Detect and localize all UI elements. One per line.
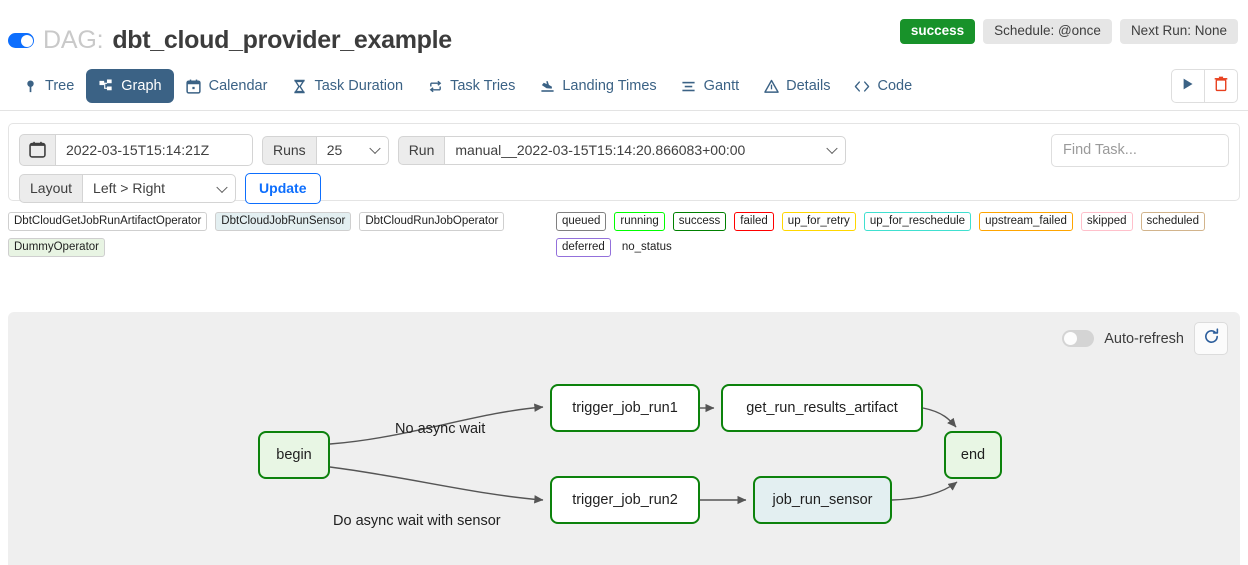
operator-legend-pill[interactable]: DbtCloudGetJobRunArtifactOperator [8, 212, 208, 232]
page-title: dbt_cloud_provider_example [112, 26, 452, 54]
edge-label-no-async-wait: No async wait [395, 421, 486, 437]
runs-group: Runs 25 [262, 135, 389, 165]
filter-row-1: 2022-03-15T15:14:21Z Runs 25 Run manual_… [19, 134, 1229, 166]
code-icon [854, 78, 870, 94]
graph-panel: Auto-refresh begin trigge [8, 312, 1240, 565]
runs-select[interactable]: 25 [315, 135, 389, 165]
task-node-end[interactable]: end [944, 431, 1002, 479]
update-button[interactable]: Update [245, 173, 321, 204]
play-icon [1181, 77, 1195, 96]
status-legend-pill[interactable]: deferred [556, 238, 611, 258]
calendar-icon [19, 134, 55, 166]
tab-task-duration[interactable]: Task Duration [279, 69, 415, 103]
tab-gantt[interactable]: Gantt [669, 69, 751, 103]
graph-toolbar: Auto-refresh [1062, 322, 1228, 355]
operator-legend-pill[interactable]: DbtCloudRunJobOperator [359, 212, 505, 232]
run-label: Run [397, 135, 445, 165]
trigger-dag-button[interactable] [1172, 70, 1204, 102]
schedule-badge[interactable]: Schedule: @once [983, 19, 1112, 44]
hourglass-icon [291, 78, 307, 94]
tab-graph-label: Graph [121, 78, 162, 94]
tab-task-duration-label: Task Duration [314, 78, 404, 94]
refresh-button[interactable] [1194, 322, 1228, 355]
landing-icon [539, 78, 555, 94]
edge-label-do-async-wait: Do async wait with sensor [333, 513, 501, 529]
retry-icon [427, 78, 443, 94]
status-legend-pill[interactable]: scheduled [1140, 212, 1205, 232]
tab-gantt-label: Gantt [703, 78, 740, 94]
operator-legend-pill[interactable]: DbtCloudJobRunSensor [215, 212, 352, 232]
trash-icon [1214, 76, 1228, 97]
layout-group: Layout Left > Right [19, 174, 237, 203]
tab-details-label: Details [786, 78, 831, 94]
runs-label: Runs [262, 135, 316, 165]
dag-title-row: DAG: dbt_cloud_provider_example [8, 26, 452, 55]
status-legend-pill[interactable]: queued [556, 212, 607, 232]
graph-edges [329, 403, 958, 505]
next-run-badge: Next Run: None [1119, 19, 1238, 44]
base-date-input[interactable]: 2022-03-15T15:14:21Z [55, 134, 253, 166]
tab-tree-label: Tree [45, 78, 75, 94]
delete-dag-button[interactable] [1204, 70, 1237, 102]
tab-calendar[interactable]: Calendar [174, 69, 280, 103]
auto-refresh-toggle[interactable] [1062, 330, 1095, 347]
operator-legend-pill[interactable]: DummyOperator [8, 238, 105, 258]
operator-legend: DbtCloudGetJobRunArtifactOperator DbtClou… [8, 212, 528, 258]
status-legend-pill[interactable]: up_for_reschedule [863, 212, 972, 232]
alert-triangle-icon [763, 78, 779, 94]
tab-tree[interactable]: Tree [10, 69, 86, 103]
graph-icon [98, 78, 114, 94]
tree-icon [22, 78, 38, 94]
filter-bar: 2022-03-15T15:14:21Z Runs 25 Run manual_… [8, 123, 1240, 204]
task-node-trigger-job-run2[interactable]: trigger_job_run2 [550, 476, 700, 524]
tab-landing-times[interactable]: Landing Times [527, 69, 668, 103]
tab-graph[interactable]: Graph [86, 69, 174, 103]
dag-pause-toggle[interactable] [8, 33, 34, 48]
tab-task-tries[interactable]: Task Tries [415, 69, 527, 103]
filter-row-2: Layout Left > Right Update [19, 173, 1229, 204]
tab-code[interactable]: Code [842, 69, 924, 103]
header-badges: success Schedule: @once Next Run: None [899, 19, 1238, 44]
gantt-icon [681, 78, 697, 94]
layout-select[interactable]: Left > Right [82, 174, 237, 203]
tab-task-tries-label: Task Tries [450, 78, 516, 94]
legends: DbtCloudGetJobRunArtifactOperator DbtClou… [8, 212, 1240, 258]
page-header: DAG: dbt_cloud_provider_example success … [0, 0, 1248, 62]
status-legend-pill[interactable]: no_status [621, 241, 672, 254]
auto-refresh-label: Auto-refresh [1104, 330, 1184, 347]
find-task-input[interactable]: Find Task... [1051, 134, 1229, 167]
tab-code-label: Code [877, 78, 913, 94]
status-legend-pill[interactable]: running [614, 212, 665, 232]
tab-landing-times-label: Landing Times [562, 78, 657, 94]
layout-label: Layout [19, 174, 83, 203]
view-tabs-bar: Tree Graph Calendar Task Duration Task T [0, 62, 1248, 111]
status-legend-pill[interactable]: skipped [1080, 212, 1133, 232]
status-legend-pill[interactable]: upstream_failed [979, 212, 1073, 232]
task-node-begin[interactable]: begin [258, 431, 330, 479]
calendar-icon [186, 78, 202, 94]
dag-label: DAG: [43, 26, 104, 54]
status-legend: queued running success failed up_for_retry up… [556, 212, 1240, 258]
view-tabs: Tree Graph Calendar Task Duration Task T [10, 62, 1248, 110]
base-date-group: 2022-03-15T15:14:21Z [19, 134, 253, 166]
graph-canvas[interactable]: begin trigger_job_run1 get_run_results_a… [8, 312, 1240, 565]
status-legend-pill[interactable]: up_for_retry [781, 212, 856, 232]
tab-details[interactable]: Details [751, 69, 842, 103]
run-select[interactable]: manual__2022-03-15T15:14:20.866083+00:00 [444, 135, 847, 165]
run-group: Run manual__2022-03-15T15:14:20.866083+0… [397, 135, 847, 165]
refresh-icon [1203, 327, 1220, 350]
dag-actions [1171, 69, 1238, 103]
task-node-job-run-sensor[interactable]: job_run_sensor [753, 476, 892, 524]
status-legend-pill[interactable]: failed [734, 212, 774, 232]
task-node-get-run-results-artifact[interactable]: get_run_results_artifact [721, 384, 923, 432]
status-badge: success [899, 19, 976, 44]
tab-calendar-label: Calendar [208, 78, 268, 94]
task-node-trigger-job-run1[interactable]: trigger_job_run1 [550, 384, 700, 432]
status-legend-pill[interactable]: success [672, 212, 727, 232]
